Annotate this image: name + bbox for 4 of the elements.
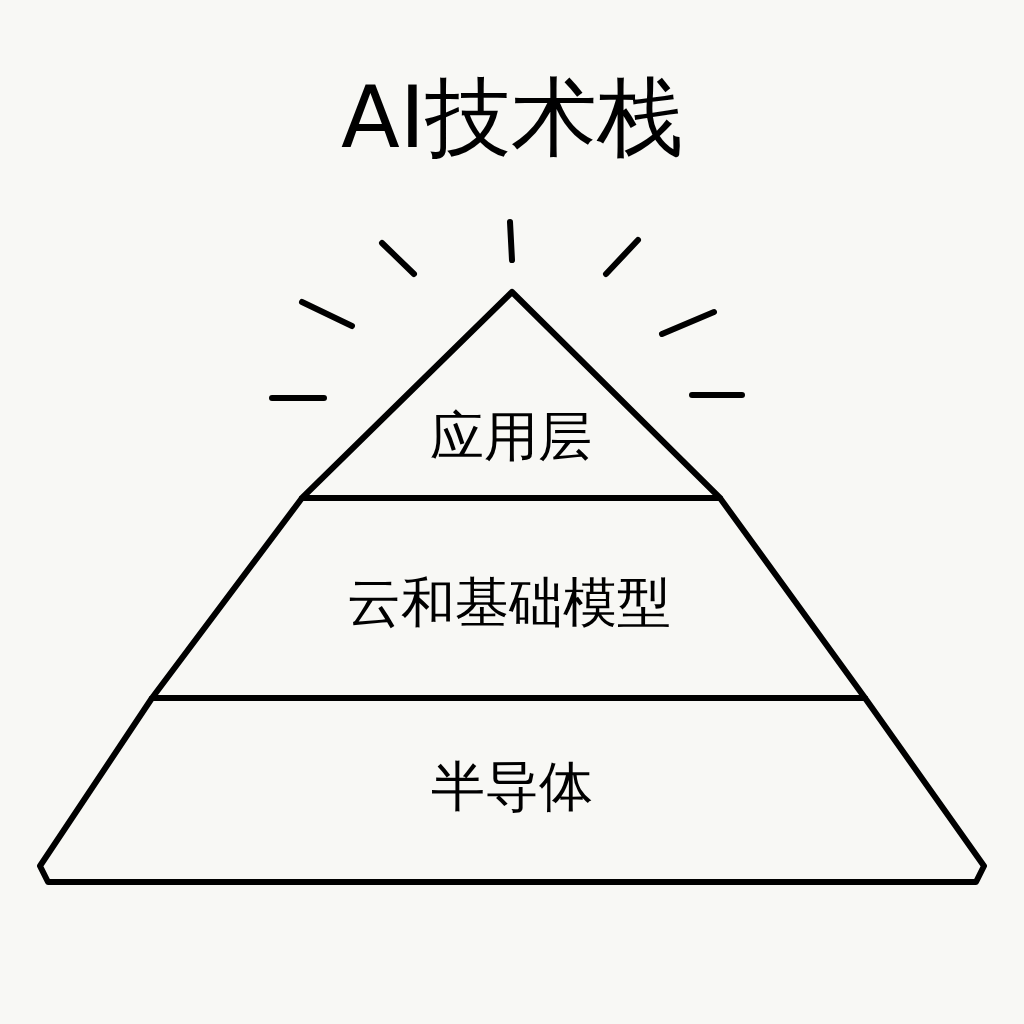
layer-label: 应用层 [430, 404, 592, 470]
layer-label: 半导体 [431, 754, 593, 820]
layer-label: 云和基础模型 [346, 570, 671, 636]
title: AI技术栈 [340, 66, 684, 169]
